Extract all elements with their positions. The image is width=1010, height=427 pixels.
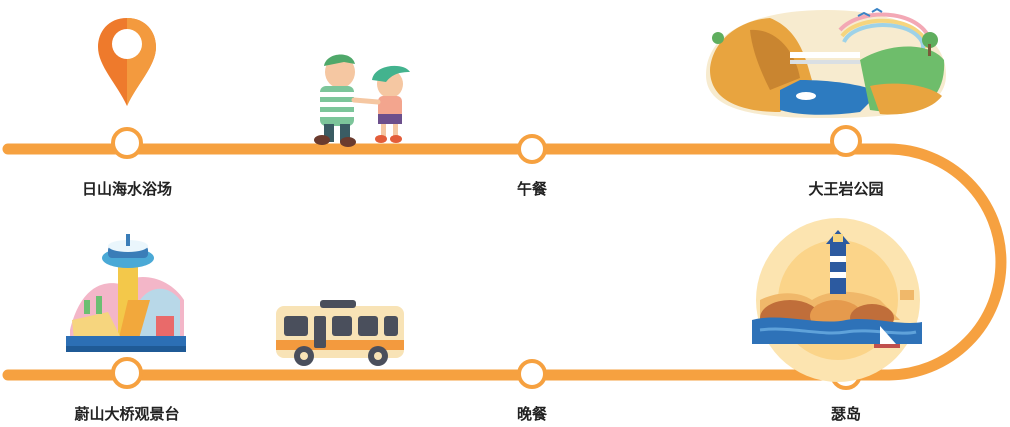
lighthouse-island-icon: [752, 218, 922, 382]
location-pin-icon: [98, 18, 156, 106]
stop-node-6: [111, 357, 143, 389]
stop-node-3: [830, 125, 862, 157]
route-track: [2, 143, 1007, 381]
walking-couple-icon: [314, 54, 410, 147]
stop-label-6: 蔚山大桥观景台: [74, 405, 180, 423]
stop-node-1: [111, 127, 143, 159]
stop-label-3: 大王岩公园: [808, 180, 884, 198]
bus-icon: [276, 300, 404, 366]
stop-label-1: 日山海水浴场: [81, 180, 173, 198]
stop-label-5: 晚餐: [516, 405, 548, 423]
stop-node-2: [517, 134, 547, 164]
stop-node-5: [517, 359, 547, 389]
stop-label-2: 午餐: [516, 180, 548, 198]
stop-label-4: 瑟岛: [830, 405, 862, 423]
coastal-park-icon: [706, 7, 946, 118]
observation-tower-icon: [66, 234, 186, 352]
